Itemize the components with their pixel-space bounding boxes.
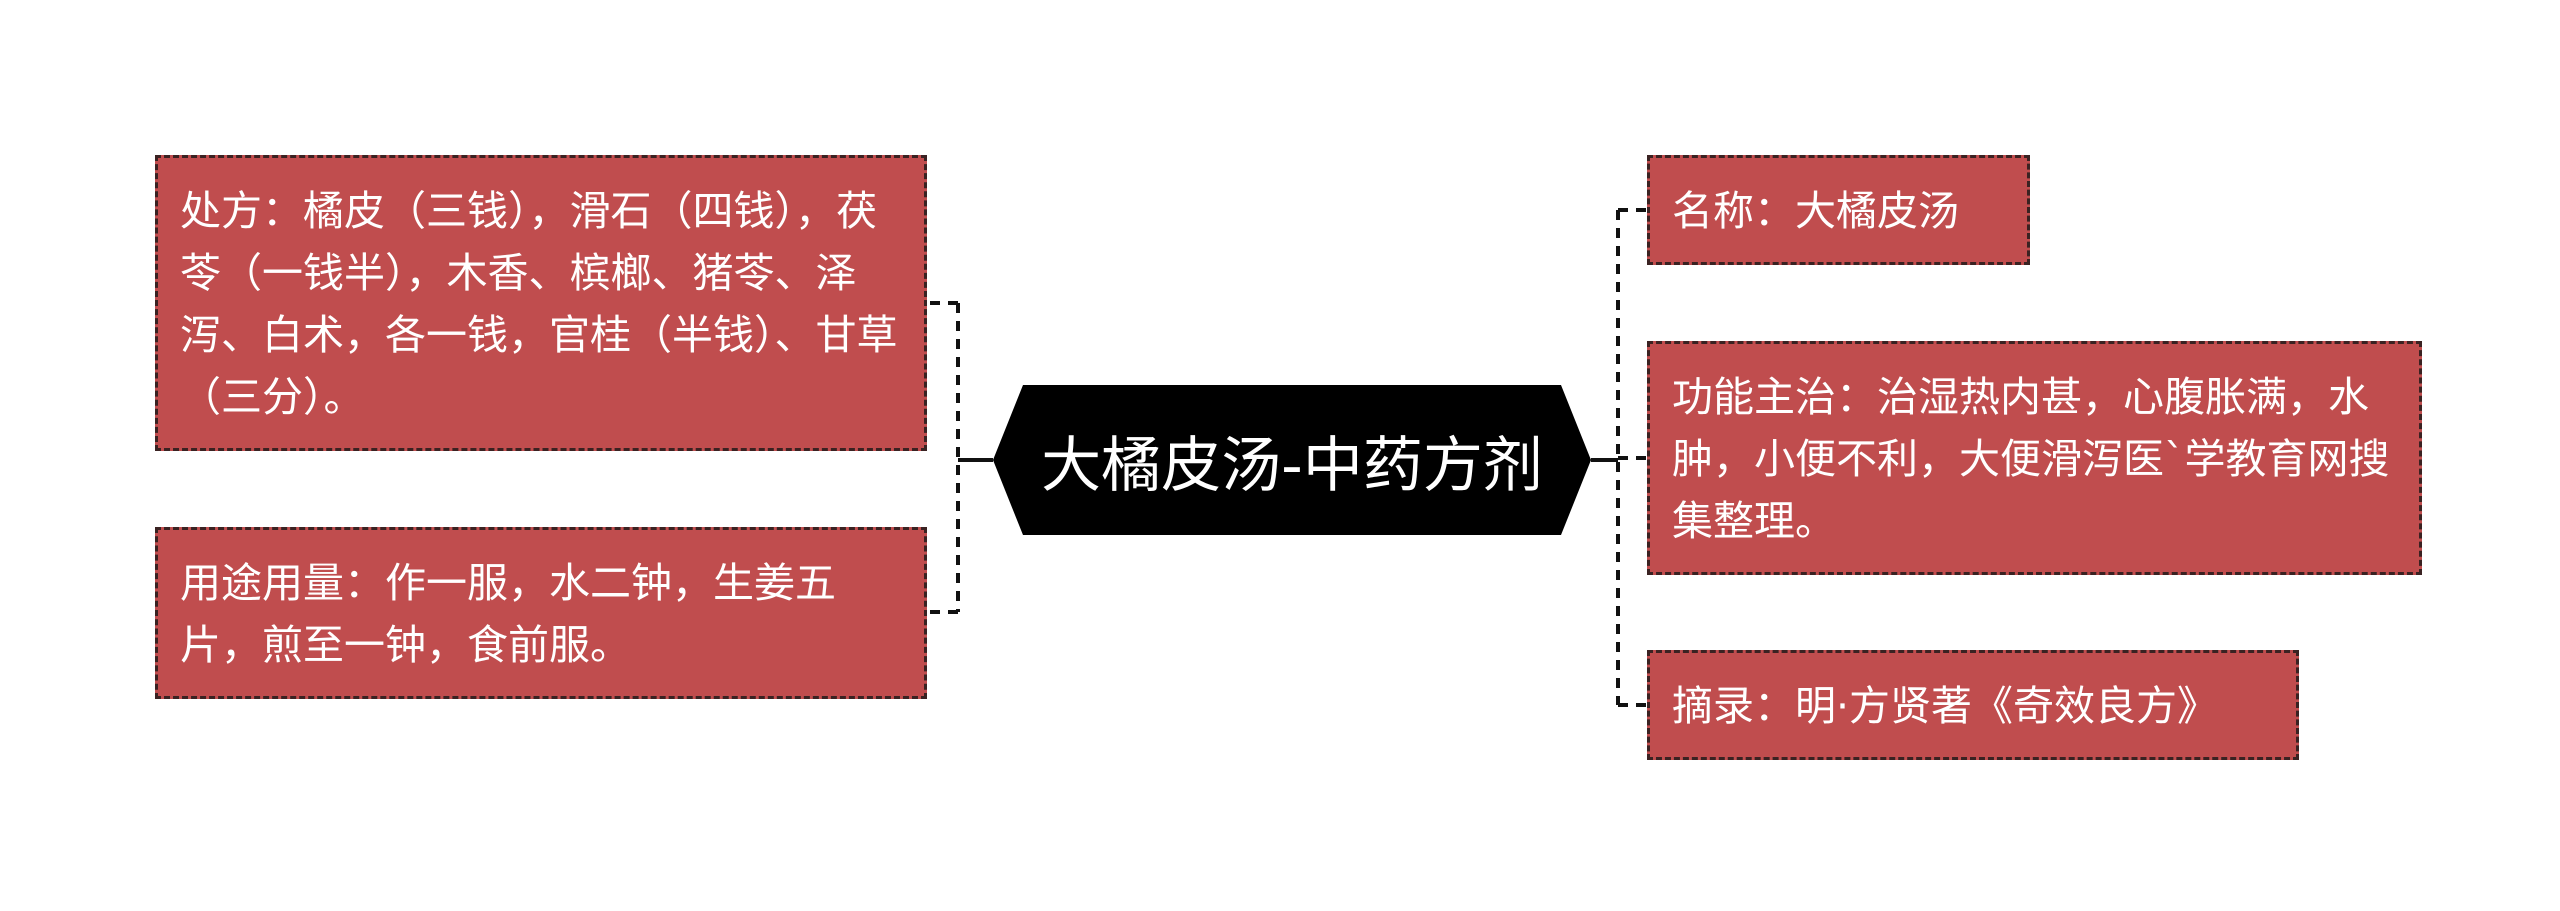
branch-node-source[interactable]: 摘录：明·方贤著《奇效良方》 — [1647, 650, 2299, 760]
branch-node-prescription[interactable]: 处方：橘皮（三钱），滑石（四钱），茯苓（一钱半），木香、槟榔、猪苓、泽泻、白术，… — [155, 155, 927, 451]
central-topic-title: 大橘皮汤-中药方剂 — [1041, 430, 1543, 501]
central-topic-shape — [993, 385, 1591, 535]
branch-node-text: 功能主治：治湿热内甚，心腹胀满，水肿，小便不利，大便滑泻医`学教育网搜集整理。 — [1672, 373, 2390, 545]
branch-node-name[interactable]: 名称：大橘皮汤 — [1647, 155, 2030, 265]
central-topic[interactable]: 大橘皮汤-中药方剂 — [993, 385, 1591, 535]
branch-node-text: 摘录：明·方贤著《奇效良方》 — [1672, 682, 2219, 730]
branch-node-function[interactable]: 功能主治：治湿热内甚，心腹胀满，水肿，小便不利，大便滑泻医`学教育网搜集整理。 — [1647, 341, 2422, 575]
branch-node-text: 用途用量：作一服，水二钟，生姜五片，煎至一钟，食前服。 — [180, 559, 836, 669]
branch-node-usage[interactable]: 用途用量：作一服，水二钟，生姜五片，煎至一钟，食前服。 — [155, 527, 927, 699]
branch-node-text: 名称：大橘皮汤 — [1672, 187, 1959, 235]
branch-node-text: 处方：橘皮（三钱），滑石（四钱），茯苓（一钱半），木香、槟榔、猪苓、泽泻、白术，… — [180, 187, 898, 421]
